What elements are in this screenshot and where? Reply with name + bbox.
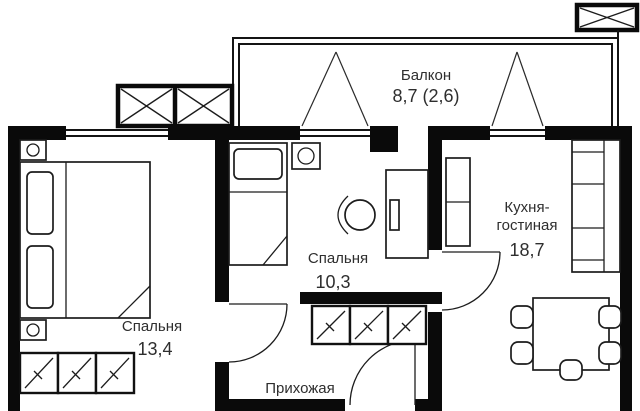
nightstand xyxy=(19,319,47,341)
nightstand-top xyxy=(19,139,47,161)
wall-pier-balcony-door xyxy=(370,126,398,152)
balcony-area: 8,7 (2,6) xyxy=(392,86,459,106)
bedroom-left-area: 13,4 xyxy=(137,339,172,359)
blanket-fold xyxy=(117,285,151,319)
office-chair xyxy=(337,195,376,235)
wardrobe-mark xyxy=(24,357,54,389)
window-swing-line xyxy=(335,51,369,127)
wall-right xyxy=(620,126,632,411)
wall-bottom xyxy=(215,399,345,411)
nightstand-frame xyxy=(291,142,321,170)
wall-partition-right xyxy=(428,140,442,250)
room-labels: Балкон 8,7 (2,6) Спальня 10,3 Спальня 13… xyxy=(122,67,558,397)
wall-top xyxy=(428,126,490,140)
window-swing-line xyxy=(516,51,544,127)
wardrobe-mark xyxy=(71,370,81,380)
window-swing-line xyxy=(491,51,518,127)
balcony-outer-rail xyxy=(232,37,619,126)
windows xyxy=(66,51,545,137)
balcony xyxy=(232,37,619,126)
dining-chair xyxy=(559,359,583,381)
sofa-frame xyxy=(571,139,621,273)
wardrobe-mark xyxy=(401,322,411,332)
chair-back xyxy=(337,195,349,235)
wall-top xyxy=(168,126,300,140)
wall-partition-left xyxy=(215,140,229,302)
chair-seat xyxy=(344,199,376,231)
wardrobe-mark xyxy=(100,357,130,389)
door-arc-middle-bedroom xyxy=(228,303,288,363)
dining-chair xyxy=(510,305,534,329)
wall-top xyxy=(8,126,66,140)
dining-chair xyxy=(598,305,622,329)
sofa xyxy=(571,139,621,273)
nightstand xyxy=(19,139,47,161)
kitchen-label-line2: гостиная xyxy=(497,217,558,234)
pillow xyxy=(26,171,54,235)
vent-x-icon xyxy=(579,7,635,28)
wall-left xyxy=(8,126,20,411)
walls xyxy=(8,126,632,411)
wardrobe-hallway xyxy=(310,304,428,346)
wall-partition-right-lower xyxy=(428,312,442,411)
single-bed xyxy=(228,142,288,266)
lamp-icon xyxy=(26,143,40,157)
wall-partition-left-lower xyxy=(215,362,229,411)
lamp-icon xyxy=(26,323,40,337)
vent-shaft-top-right xyxy=(574,2,640,38)
fridge-cabinet xyxy=(445,157,471,247)
monitor xyxy=(389,199,400,231)
bedroom-middle-area: 10,3 xyxy=(315,272,350,292)
dining-chair xyxy=(598,341,622,365)
wardrobe-mark xyxy=(33,370,43,380)
hallway-label: Прихожая xyxy=(265,380,335,397)
vent-x-icon xyxy=(120,88,173,124)
dining-chair xyxy=(510,341,534,365)
kitchen-label-line1: Кухня- xyxy=(504,199,549,216)
door-arc-entry xyxy=(349,339,416,406)
blanket-fold xyxy=(262,235,288,266)
wall-bottom-stub xyxy=(415,399,442,411)
wardrobe-mark xyxy=(62,357,92,389)
dining-set xyxy=(510,297,622,381)
desk xyxy=(385,169,429,259)
balcony-inner-rail xyxy=(238,43,613,126)
wardrobe-mark xyxy=(363,322,373,332)
wall-top xyxy=(545,126,632,140)
double-bed xyxy=(19,161,151,319)
balcony-label: Балкон xyxy=(401,67,451,84)
window-swing-line xyxy=(301,51,337,127)
vent-x-icon xyxy=(177,88,230,124)
wardrobe-mark xyxy=(392,310,422,340)
wardrobe-mark xyxy=(325,322,335,332)
wardrobe-mark xyxy=(354,310,384,340)
door-arc-kitchen xyxy=(441,251,501,311)
bedroom-middle-label: Спальня xyxy=(308,250,368,267)
wardrobe-left-bedroom xyxy=(18,351,136,395)
lamp-icon xyxy=(297,147,315,165)
wardrobe-mark xyxy=(316,310,346,340)
wardrobe-mark xyxy=(109,370,119,380)
wall-bedroom-south xyxy=(300,292,442,304)
pillow xyxy=(233,148,283,180)
pillow xyxy=(26,245,54,309)
bedroom-left-label: Спальня xyxy=(122,318,182,335)
nightstand-bottom xyxy=(19,319,47,341)
kitchen-area: 18,7 xyxy=(509,240,544,260)
nightstand xyxy=(291,142,321,170)
vent-shaft-left xyxy=(115,83,235,129)
